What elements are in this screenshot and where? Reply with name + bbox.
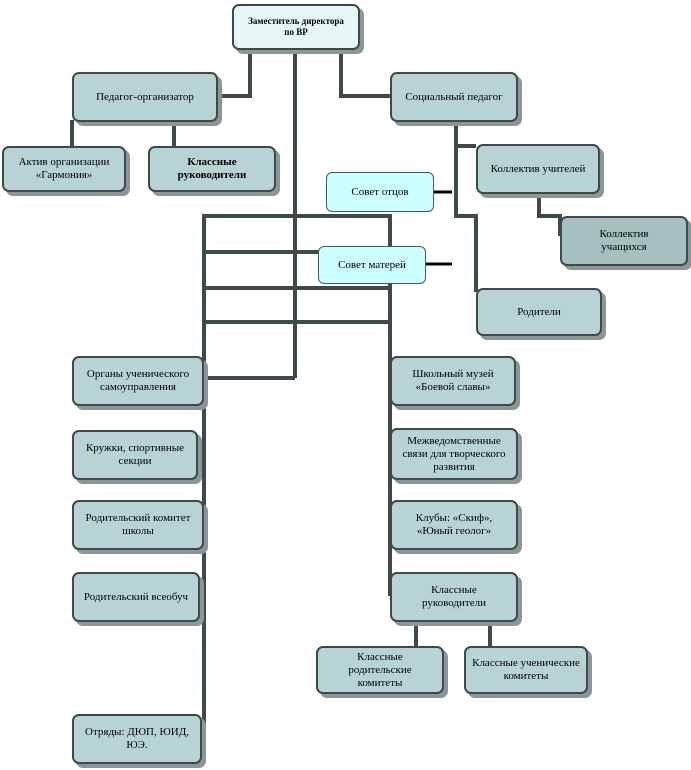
class-leaders-top-box: Классные руководители xyxy=(148,146,276,192)
deputy-director-box: Заместитель директора по ВР xyxy=(232,4,360,50)
mothers-council-box: Совет матерей xyxy=(318,246,426,284)
activ-garmonia-box: Актив организации «Гармония» xyxy=(2,146,126,192)
squads-box: Отряды: ДЮП, ЮИД, ЮЭ. xyxy=(72,714,202,764)
clubs-sports-box: Кружки, спортивные секции xyxy=(72,430,198,480)
school-museum-box: Школьный музей «Боевой славы» xyxy=(390,356,516,406)
line-social-parents xyxy=(454,120,478,292)
teachers-collective-box: Коллектив учителей xyxy=(476,144,600,194)
parent-committee-box: Родительский комитет школы xyxy=(72,500,204,550)
parent-vseobuch-box: Родительский всеобуч xyxy=(72,572,200,622)
interdepartmental-box: Межведомственные связи для творческого р… xyxy=(390,428,518,480)
social-pedagogue-box: Социальный педагог xyxy=(390,72,518,122)
class-parent-committees-box: Классные родительские комитеты xyxy=(316,646,444,694)
students-collective-box: Коллектив учащихся xyxy=(560,216,688,266)
class-student-committees-box: Классные ученические комитеты xyxy=(464,646,588,694)
clubs-skif-box: Клубы: «Скиф», «Юный геолог» xyxy=(390,500,518,550)
line-deputy-organizer xyxy=(218,50,252,98)
self-government-box: Органы ученического самоуправления xyxy=(72,356,204,406)
class-leaders-box: Классные руководители xyxy=(390,572,518,622)
parents-box: Родители xyxy=(476,288,602,336)
fathers-council-box: Совет отцов xyxy=(326,172,434,212)
line-deputy-social xyxy=(339,50,391,98)
line-teachers-students xyxy=(537,193,562,236)
organizer-box: Педагог-организатор xyxy=(72,72,218,122)
line-social-teachers xyxy=(454,120,476,148)
